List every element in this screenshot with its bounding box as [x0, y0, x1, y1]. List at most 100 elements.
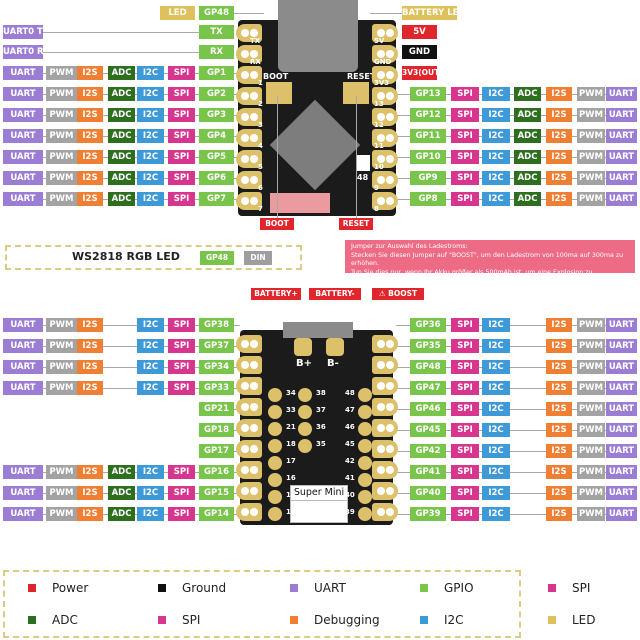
castellated-hole [358, 405, 372, 419]
gpio-label: GP13 [410, 87, 446, 101]
hole-silk: 41 [345, 474, 355, 482]
pin-silk: 13 [374, 100, 384, 108]
func-label-pwm: PWM [577, 402, 605, 416]
header-pad [236, 45, 262, 63]
header-pad [236, 192, 262, 210]
func-label-pwm: PWM [577, 381, 605, 395]
uart0-tx-label: UART0 TX [3, 25, 50, 39]
header-pad [236, 171, 262, 189]
gpio-label: GP41 [410, 465, 446, 479]
func-label-i2s: I2S [546, 318, 572, 332]
battery-minus-label: BATTERY- [309, 288, 361, 300]
func-label-i2s: I2S [546, 465, 572, 479]
func-label-adc: ADC [108, 150, 135, 164]
func-label-uart: UART [606, 339, 637, 353]
reset-button-pad [343, 82, 369, 104]
func-label-i2s: I2S [546, 423, 572, 437]
legend-label: Power [52, 581, 89, 595]
func-label-spi: SPI [451, 360, 479, 374]
gpio-label: GP36 [410, 318, 446, 332]
pin-silk: 5V [374, 37, 385, 45]
ws2818-gpio-label: GP48 [200, 251, 234, 265]
legend-label: UART [314, 581, 346, 595]
func-label-uart: UART [3, 318, 43, 332]
func-label-pwm: PWM [46, 507, 77, 521]
gpio-label: GP3 [199, 108, 234, 122]
func-label-i2c: I2C [137, 486, 164, 500]
pin-silk: RX [250, 58, 261, 66]
legend-swatch [548, 616, 556, 624]
func-label-spi: SPI [451, 87, 479, 101]
hole-silk: 33 [286, 406, 296, 414]
header-pad [236, 419, 262, 437]
connector-line [3, 346, 240, 347]
header-pad [372, 171, 398, 189]
gpio-label: GP38 [199, 318, 234, 332]
connector-line [43, 32, 199, 33]
uart0-rx-label: UART0 RX [3, 45, 51, 59]
legend-label: LED [572, 613, 596, 627]
legend-label: ADC [52, 613, 78, 627]
hole-silk: 15 [286, 491, 296, 499]
usb-c-connector [278, 0, 358, 72]
func-label-adc: ADC [108, 129, 135, 143]
legend-swatch [158, 584, 166, 592]
func-label-i2c: I2C [137, 192, 164, 206]
connector-line [396, 409, 637, 410]
func-label-spi: SPI [451, 486, 479, 500]
castellated-hole [268, 507, 282, 521]
battery-plus-pad [294, 338, 312, 356]
gpio-label: GP7 [199, 192, 234, 206]
castellated-hole [298, 422, 312, 436]
func-label-i2s: I2S [546, 192, 572, 206]
header-pad [372, 482, 398, 500]
func-label-pwm: PWM [577, 129, 605, 143]
func-label-uart: UART [3, 381, 43, 395]
func-label-i2s: I2S [546, 87, 572, 101]
hole-silk: 36 [316, 423, 326, 431]
gpio-label: GP1 [199, 66, 234, 80]
func-label-i2c: I2C [482, 108, 510, 122]
hole-silk: 46 [345, 423, 355, 431]
connector-line [396, 514, 637, 515]
func-label-uart: UART [3, 339, 43, 353]
func-label-i2c: I2C [482, 444, 510, 458]
func-label-uart: UART [606, 465, 637, 479]
func-label-i2c: I2C [482, 486, 510, 500]
func-label-adc: ADC [108, 87, 135, 101]
func-label-uart: UART [606, 192, 637, 206]
hole-silk: 34 [286, 389, 296, 397]
header-pad [372, 398, 398, 416]
tx-pin-label: TX [199, 25, 234, 39]
func-label-i2c: I2C [137, 66, 164, 80]
pin-silk: 7 [258, 205, 263, 213]
func-label-uart: UART [3, 171, 43, 185]
func-label-uart: UART [3, 129, 43, 143]
func-label-spi: SPI [168, 108, 195, 122]
led-label: LED [160, 6, 195, 20]
func-label-spi: SPI [451, 129, 479, 143]
func-label-i2s: I2S [546, 171, 572, 185]
gpio-label: GP2 [199, 87, 234, 101]
connector-line [43, 52, 199, 53]
pin-silk: 2 [258, 100, 263, 108]
gpio-label: GP14 [199, 507, 234, 521]
boot-button-label: BOOT [260, 218, 294, 230]
func-label-i2s: I2S [546, 108, 572, 122]
3v3-out-label: 3V3(OUT) [402, 66, 443, 80]
header-pad [372, 129, 398, 147]
header-pad [372, 45, 398, 63]
func-label-uart: UART [3, 66, 43, 80]
gpio-label: GP37 [199, 339, 234, 353]
func-label-pwm: PWM [577, 486, 605, 500]
func-label-pwm: PWM [46, 318, 77, 332]
pin-silk: 3 [258, 121, 263, 129]
hole-silk: 17 [286, 457, 296, 465]
func-label-adc: ADC [514, 192, 541, 206]
func-label-uart: UART [606, 108, 637, 122]
func-label-pwm: PWM [577, 339, 605, 353]
gpio-label: GP8 [410, 192, 446, 206]
connector-line [356, 96, 357, 218]
func-label-pwm: PWM [46, 360, 77, 374]
func-label-spi: SPI [168, 66, 195, 80]
